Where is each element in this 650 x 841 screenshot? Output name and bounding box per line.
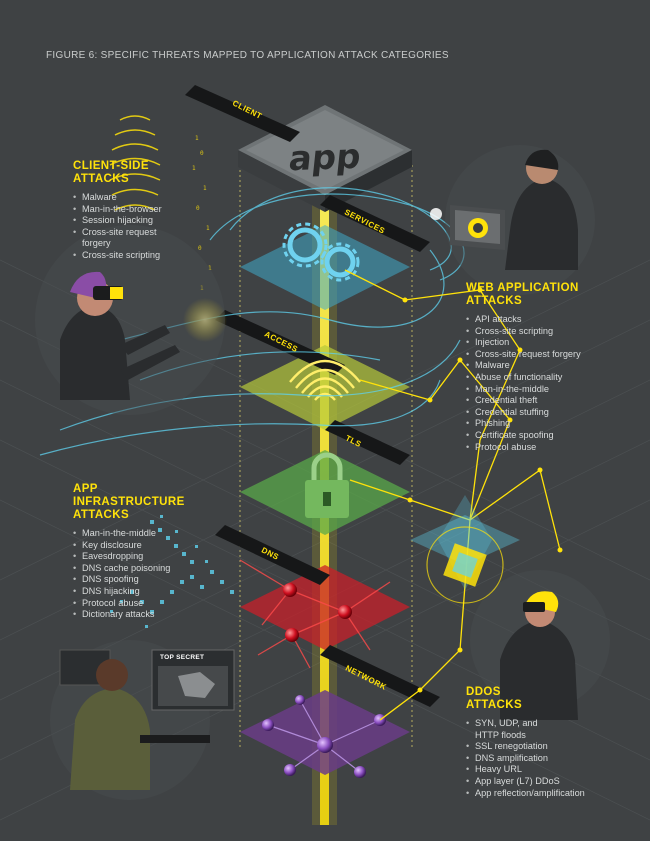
svg-text:1: 1 bbox=[206, 225, 210, 232]
svg-text:1: 1 bbox=[200, 285, 204, 292]
svg-text:1: 1 bbox=[203, 185, 207, 192]
cyan-data-streams bbox=[39, 187, 465, 456]
ddos-list: SYN, UDP, and HTTP floods SSL renegotiat… bbox=[466, 718, 596, 799]
soldier-figure bbox=[59, 649, 235, 790]
gear-icon bbox=[287, 227, 356, 278]
svg-text:0: 0 bbox=[196, 205, 200, 212]
list-item: DNS hijacking bbox=[73, 586, 188, 598]
list-item: Protocol abuse bbox=[466, 442, 584, 454]
svg-text:1: 1 bbox=[208, 265, 212, 272]
list-item: Credential theft bbox=[466, 395, 584, 407]
list-item: SSL renegotiation bbox=[466, 741, 596, 753]
label-bars bbox=[185, 85, 440, 707]
app-infra-list: Man-in-the-middle Key disclosure Eavesdr… bbox=[73, 528, 188, 621]
svg-text:0: 0 bbox=[198, 245, 202, 252]
client-side-list: Malware Man-in-the-browser Session hijac… bbox=[73, 192, 183, 262]
list-item: Malware bbox=[466, 360, 584, 372]
svg-text:1: 1 bbox=[192, 165, 196, 172]
list-item: API attacks bbox=[466, 314, 584, 326]
list-item: Key disclosure bbox=[73, 540, 188, 552]
list-item: Cross-site request forgery bbox=[73, 227, 183, 250]
list-item: Man-in-the-middle bbox=[73, 528, 188, 540]
monitor-sign: TOP SECRET bbox=[160, 654, 205, 661]
list-item: Man-in-the-middle bbox=[466, 384, 584, 396]
list-item: Dictionary attacks bbox=[73, 609, 188, 621]
list-item: Abuse of functionality bbox=[466, 372, 584, 384]
list-item: SYN, UDP, and HTTP floods bbox=[466, 718, 596, 741]
hacker-figure bbox=[430, 149, 578, 270]
svg-text:1: 1 bbox=[195, 135, 199, 142]
ddos-figure bbox=[410, 495, 578, 720]
list-item: Credential stuffing bbox=[466, 407, 584, 419]
list-item: Cross-site scripting bbox=[73, 250, 183, 262]
app-label: app bbox=[286, 136, 363, 180]
list-item: Heavy URL bbox=[466, 764, 596, 776]
list-item: Cross-site request forgery bbox=[466, 349, 584, 361]
list-item: Session hijacking bbox=[73, 215, 183, 227]
list-item: DNS amplification bbox=[466, 753, 596, 765]
list-item: Phishing bbox=[466, 418, 584, 430]
list-item: DNS cache poisoning bbox=[73, 563, 188, 575]
web-app-list: API attacks Cross-site scripting Injecti… bbox=[466, 314, 584, 453]
list-item: Injection bbox=[466, 337, 584, 349]
list-item: Malware bbox=[73, 192, 183, 204]
svg-text:0: 0 bbox=[200, 150, 204, 157]
ddos-attacks: DDoSATTACKS SYN, UDP, and HTTP floods SS… bbox=[466, 686, 596, 799]
list-item: DNS spoofing bbox=[73, 574, 188, 586]
lock-icon bbox=[305, 452, 349, 518]
list-item: App layer (L7) DDoS bbox=[466, 776, 596, 788]
dns-nodes bbox=[239, 559, 391, 669]
client-glow: 1 0 1 1 0 1 0 1 1 bbox=[109, 115, 227, 342]
list-item: Protocol abuse bbox=[73, 598, 188, 610]
network-layer-plate bbox=[240, 690, 410, 775]
list-item: App reflection/amplification bbox=[466, 788, 596, 800]
fingerprint-icon bbox=[289, 359, 361, 401]
services-layer-plate bbox=[240, 225, 410, 310]
list-item: Certificate spoofing bbox=[466, 430, 584, 442]
vr-user-figure bbox=[60, 271, 180, 400]
figure-title: FIGURE 6: SPECIFIC THREATS MAPPED TO APP… bbox=[46, 50, 449, 61]
list-item: Cross-site scripting bbox=[466, 326, 584, 338]
list-item: Man-in-the-browser bbox=[73, 204, 183, 216]
list-item: Eavesdropping bbox=[73, 551, 188, 563]
ddos-title: DDoSATTACKS bbox=[466, 686, 523, 711]
